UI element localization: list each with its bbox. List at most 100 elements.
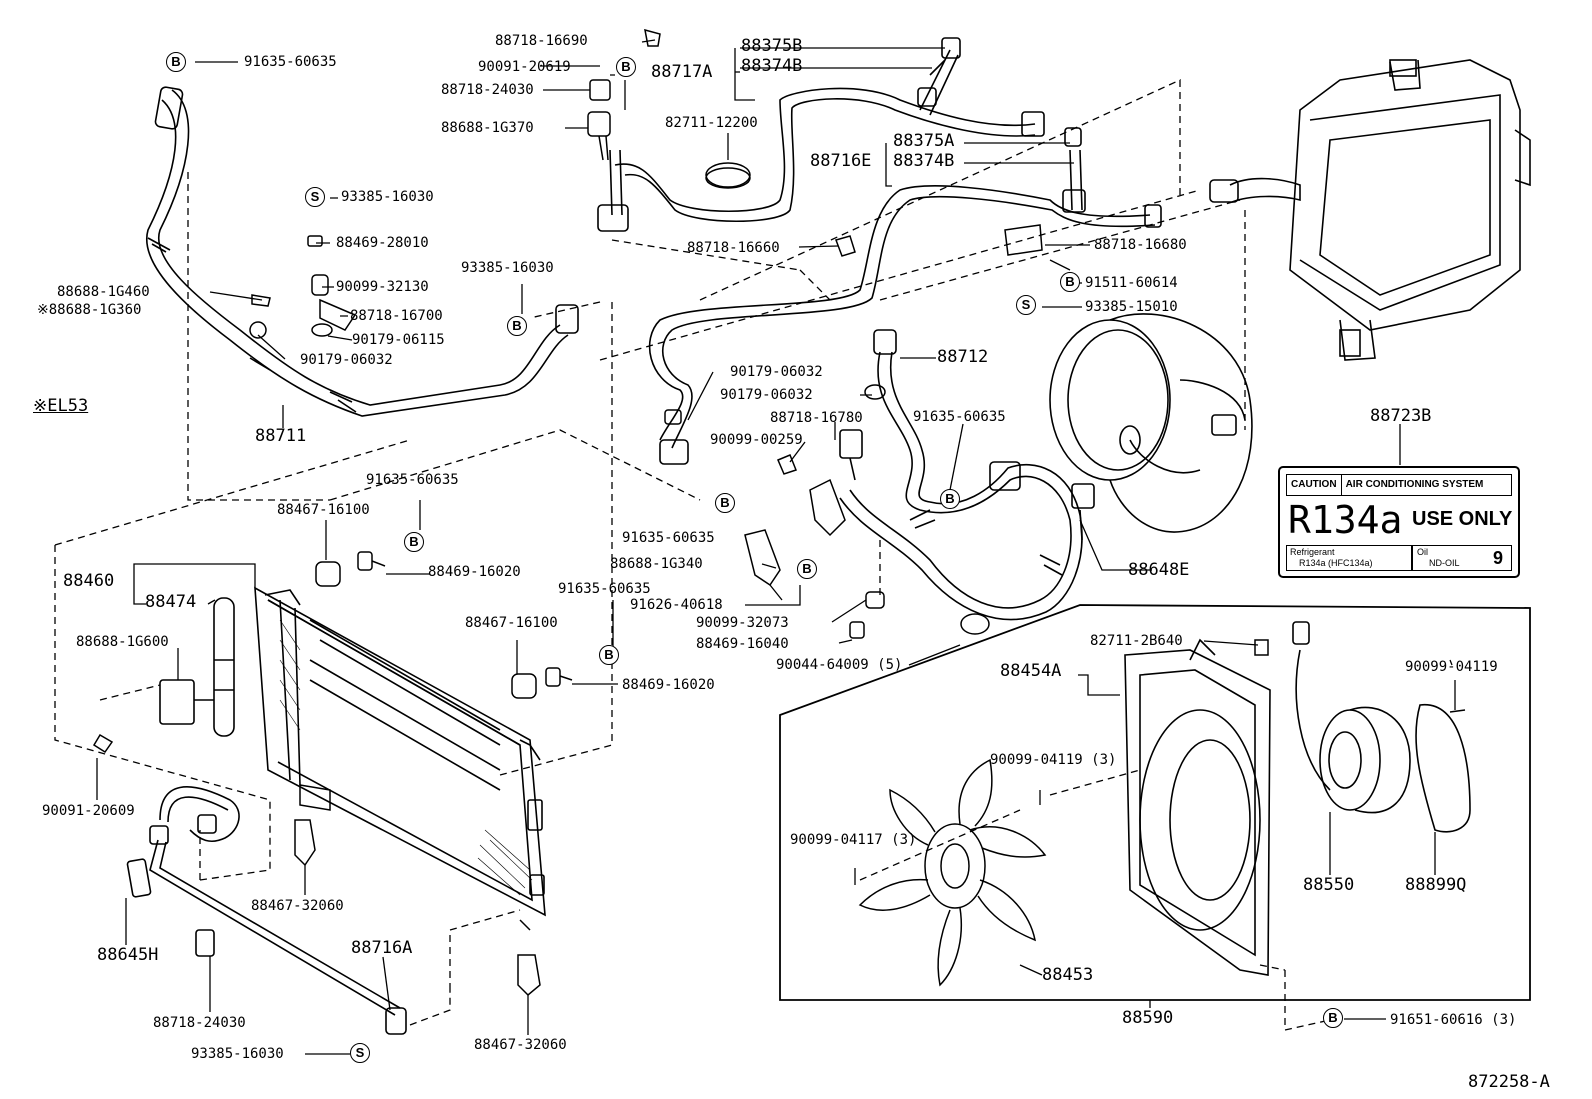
s-marker: S — [350, 1043, 370, 1063]
s-marker: S — [1016, 295, 1036, 315]
label-93385-16030-b: 93385-16030 — [461, 260, 554, 276]
b-marker: B — [616, 57, 636, 77]
fan-blade — [858, 758, 1047, 987]
label-90091-20609: 90091-20609 — [42, 803, 135, 819]
label-88718-24030: 88718-24030 — [441, 82, 534, 98]
compressor — [1049, 313, 1253, 533]
label-88688-1G340: 88688-1G340 — [610, 556, 703, 572]
label-88717A: 88717A — [651, 62, 713, 82]
b-marker: B — [507, 316, 527, 336]
dashed-frames — [54, 78, 1331, 1031]
fan-motor — [1292, 621, 1471, 833]
fan-shroud — [1124, 638, 1271, 976]
label-91635-60635-d: 91635-60635 — [622, 530, 715, 546]
label-90179-06032-b: 90179-06032 — [730, 364, 823, 380]
label-90179-06032-c: 90179-06032 — [720, 387, 813, 403]
label-88375B: 88375B — [741, 36, 803, 56]
b-marker: B — [1323, 1008, 1343, 1028]
upper-tubes — [597, 37, 1162, 465]
label-93385-16030-c: 93385-16030 — [191, 1046, 284, 1062]
label-88718-24030-b: 88718-24030 — [153, 1015, 246, 1031]
label-91635-60635-b: 91635-60635 — [913, 409, 1006, 425]
label-88467-16100: 88467-16100 — [277, 502, 370, 518]
label-90044-64009: 90044-64009 (5) — [776, 657, 903, 673]
caution-header: CAUTION AIR CONDITIONING SYSTEM — [1286, 474, 1512, 496]
oil-value: ND-OIL — [1429, 558, 1460, 568]
label-90099-32130: 90099-32130 — [336, 279, 429, 295]
oil-number: 9 — [1493, 548, 1504, 568]
b-marker: B — [166, 52, 186, 72]
label-88712: 88712 — [937, 347, 989, 367]
s-marker: S — [305, 187, 325, 207]
label-88711: 88711 — [255, 426, 307, 446]
label-88460: 88460 — [63, 571, 115, 591]
label-88716A: 88716A — [351, 938, 413, 958]
b-marker: B — [715, 493, 735, 513]
label-88375A: 88375A — [893, 131, 955, 151]
label-88688-1G370: 88688-1G370 — [441, 120, 534, 136]
label-90099-04119-3: 90099-04119 (3) — [990, 752, 1117, 768]
leader-lines — [96, 39, 1456, 1055]
label-93385-16030: 93385-16030 — [341, 189, 434, 205]
diagram-code: 872258-A — [1468, 1072, 1550, 1092]
receiver — [159, 597, 235, 737]
label-88374B: 88374B — [741, 56, 803, 76]
label-88550: 88550 — [1303, 875, 1355, 895]
label-88723B: 88723B — [1370, 406, 1432, 426]
b-marker: B — [1060, 272, 1080, 292]
label-82711-2B640: 82711-2B640 — [1090, 633, 1183, 649]
label-88718-16690: 88718-16690 — [495, 33, 588, 49]
caution-footer: Refrigerant R134a (HFC134a) Oil ND-OIL 9 — [1286, 545, 1512, 571]
label-88718-16700: 88718-16700 — [350, 308, 443, 324]
label-88645H: 88645H — [97, 945, 159, 965]
b-marker: B — [404, 532, 424, 552]
b-marker: B — [797, 559, 817, 579]
caution-label: CAUTION AIR CONDITIONING SYSTEM R134a US… — [1278, 466, 1520, 578]
label-88590: 88590 — [1122, 1008, 1174, 1028]
label-88899Q: 88899Q — [1405, 875, 1467, 895]
label-90099-04119: 90099-04119 — [1405, 659, 1498, 675]
label-88454A: 88454A — [1000, 661, 1062, 681]
label-88648E: 88648E — [1128, 560, 1190, 580]
label-90091-20619: 90091-20619 — [478, 59, 571, 75]
label-90099-32073: 90099-32073 — [696, 615, 789, 631]
label-91635-60635-c: 91635-60635 — [366, 472, 459, 488]
label-88469-16040: 88469-16040 — [696, 636, 789, 652]
b-marker: B — [940, 489, 960, 509]
note-mark: ※EL53 — [33, 396, 89, 416]
label-88688-1G600: 88688-1G600 — [76, 634, 169, 650]
condenser — [254, 586, 546, 917]
caution-system: AIR CONDITIONING SYSTEM — [1345, 479, 1484, 490]
footer-divider — [1411, 546, 1413, 570]
label-90179-06115: 90179-06115 — [352, 332, 445, 348]
label-82711-12200: 82711-12200 — [665, 115, 758, 131]
label-88467-32060-b: 88467-32060 — [474, 1037, 567, 1053]
refrigerant-name: R134a — [1288, 498, 1403, 542]
label-88453: 88453 — [1042, 965, 1094, 985]
label-91651-60616: 91651-60616 (3) — [1390, 1012, 1517, 1028]
label-88688-1G360: ※88688-1G360 — [37, 302, 142, 318]
label-88467-32060: 88467-32060 — [251, 898, 344, 914]
label-88718-16680: 88718-16680 — [1094, 237, 1187, 253]
label-91635-60635-e: 91635-60635 — [558, 581, 651, 597]
small-parts — [92, 28, 1269, 997]
refrigerant-value: R134a (HFC134a) — [1299, 558, 1373, 568]
evaporator-unit — [1209, 59, 1531, 361]
label-90179-06032: 90179-06032 — [300, 352, 393, 368]
label-88374B-b: 88374B — [893, 151, 955, 171]
refrigerant-label: Refrigerant — [1290, 547, 1335, 557]
label-88469-16020: 88469-16020 — [428, 564, 521, 580]
label-90099-00259: 90099-00259 — [710, 432, 803, 448]
label-88688-1G460: 88688-1G460 — [57, 284, 150, 300]
label-90099-04117-3: 90099-04117 (3) — [790, 832, 917, 848]
label-88474: 88474 — [145, 592, 197, 612]
label-88469-16020-b: 88469-16020 — [622, 677, 715, 693]
use-only-text: USE ONLY — [1412, 508, 1513, 530]
label-91635-60635: 91635-60635 — [244, 54, 337, 70]
b-marker: B — [599, 645, 619, 665]
label-88716E: 88716E — [810, 151, 872, 171]
label-93385-15010: 93385-15010 — [1085, 299, 1178, 315]
label-88469-28010: 88469-28010 — [336, 235, 429, 251]
